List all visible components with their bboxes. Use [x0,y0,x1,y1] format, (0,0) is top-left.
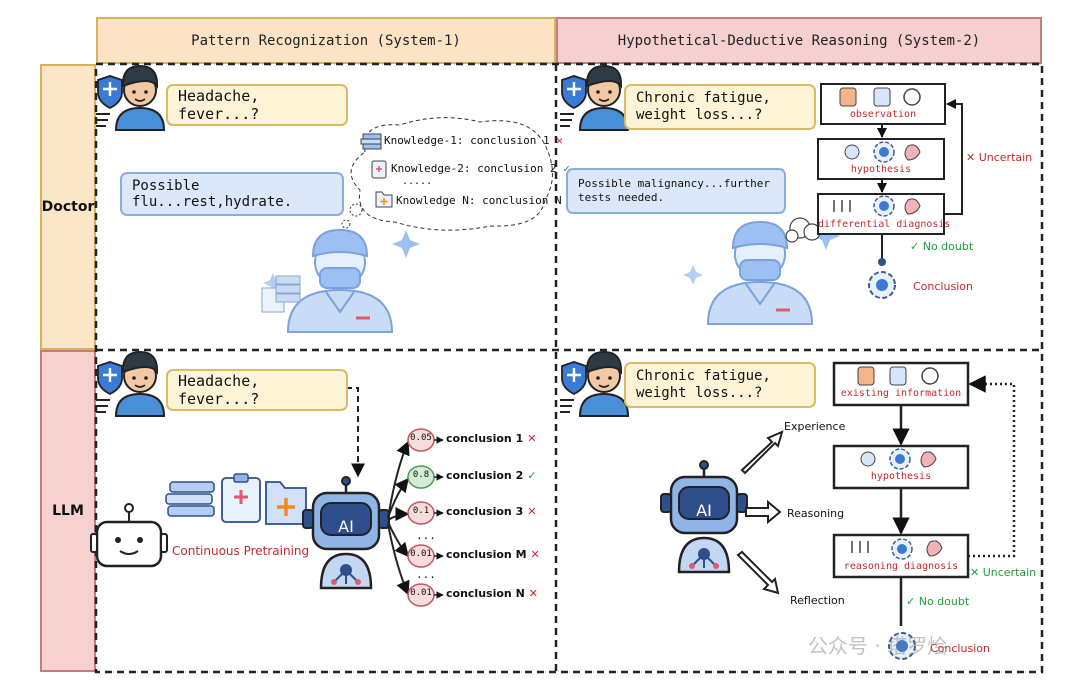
outcome-fan-arrows [387,440,410,596]
doctor-s1-query-bubble: Headache, fever...? [166,84,348,126]
outcome-label: conclusion N [446,587,525,600]
doctor-s2-answer-bubble: Possible malignancy...further tests need… [566,168,786,214]
check-mark-icon: ✓ [527,469,537,482]
llm-conclusion-icon [888,632,916,660]
outcome-label: conclusion 1 [446,432,524,445]
branch-reflection-label: Reflection [790,594,845,607]
knowledge-cloud [341,117,553,231]
step-existing-info-label: existing information [840,388,962,399]
doctor-flow-node [878,258,886,266]
llm-feedback-arrow [968,375,1016,558]
doctor-s1-query-text: Headache, fever...? [178,87,260,123]
outcome-probability: 0.1 [412,506,430,516]
check-mark-icon: ✓ [563,162,570,175]
pretraining-label: Continuous Pretraining [172,544,310,558]
x-mark-icon: ✕ [530,548,540,561]
step-observation-label: observation [849,109,917,120]
probability-circles [407,428,444,607]
outcome-probability: 0.8 [412,470,430,480]
system1-header-text: Pattern Recognization (System-1) [191,32,461,49]
branch-reasoning-label: Reasoning [787,507,845,520]
folder-icon [375,191,393,208]
knowledge-ellipsis: ..... [402,176,433,187]
robot-icon [90,503,168,568]
pretraining-resources-icon [165,473,307,525]
stacked-files-icon [261,275,301,313]
knowledge-item-n: Knowledge N: conclusion N ✕ [396,194,575,207]
watermark: 公众号 · 塔罗烩 [808,634,948,658]
thinking-cloud-icon [785,217,821,243]
doctor-avatar-s1 [94,64,166,132]
x-mark-icon: ✕ [527,432,537,445]
outcome-item: conclusion 3✕ [446,505,536,518]
llm-s2-query-text: Chronic fatigue, weight loss...? [636,368,771,401]
step-reasoning-diagnosis-label: reasoning diagnosis [843,561,959,572]
outcome-ellipsis-2: ... [416,568,436,581]
branch-experience-label: Experience [784,420,846,433]
outcome-label: conclusion 3 [446,505,524,518]
books-icon [360,133,382,150]
outcome-label: conclusion M [446,548,527,561]
knowledge-item-2-label: Knowledge-2: conclusion 2 [391,162,557,175]
llm-conclusion-label: Conclusion [930,642,990,655]
llm-nodoubt-label: ✓ No doubt [906,595,970,608]
doctor-flow-icons [833,87,921,217]
llm-flow-icons [851,366,943,560]
llm-s2-query-bubble: Chronic fatigue, weight loss...? [624,362,816,408]
llm-uncertain-label: ✕ Uncertain [970,566,1037,579]
doctor-avatar-s2 [558,64,630,132]
outcome-item: conclusion N✕ [446,587,538,600]
clipboard-icon [371,160,387,179]
panel-borders [94,62,1044,674]
outcome-probability: 0.05 [410,433,432,443]
x-mark-icon: ✕ [527,505,537,518]
outcome-item: conclusion 2✓ [446,469,536,482]
doctor-row-text: Doctor [41,199,95,215]
outcome-label: conclusion 2 [446,469,524,482]
doctor-row-label: Doctor [40,64,96,350]
x-mark-icon: ✕ [528,587,538,600]
x-mark-icon: ✕ [556,134,563,147]
system2-header-text: Hypothetical-Deductive Reasoning (System… [617,32,981,49]
outcome-probability: 0.01 [410,549,432,559]
ai-label-s1: AI [338,517,354,536]
doctor-avatar-llm-s1 [94,350,166,418]
system1-header: Pattern Recognization (System-1) [96,17,556,64]
outcome-probability: 0.01 [410,588,432,598]
doctor-conclusion-icon [868,271,896,299]
step-differential-label: differential diagnosis [818,219,951,230]
doctor-nodoubt-label: ✓ No doubt [910,240,974,253]
query-to-llm-arrow [346,387,365,478]
outcome-item: conclusion 1✕ [446,432,536,445]
step-llm-hypothesis-label: hypothesis [870,471,932,482]
knowledge-item-n-label: Knowledge N: conclusion N [396,194,562,207]
doctor-s2-answer-text: Possible malignancy...further tests need… [578,177,771,204]
ai-label-s2: AI [696,501,712,520]
doctor-s1-answer-bubble: Possible flu...rest,hydrate. [120,172,344,216]
outcome-item: conclusion M✕ [446,548,540,561]
doctor-s2-query-bubble: Chronic fatigue, weight loss...? [624,84,816,130]
knowledge-item-1: Knowledge-1: conclusion 1 ✕ [384,134,563,147]
llm-row-label: LLM [40,350,96,672]
doctor-s1-answer-text: Possible flu...rest,hydrate. [132,178,293,210]
llm-s1-query-bubble: Headache, fever...? [166,369,348,411]
doctor-s2-query-text: Chronic fatigue, weight loss...? [636,90,771,123]
doctor-flow-arrows [877,99,963,262]
step-hypothesis-label: hypothesis [850,164,912,175]
doctor-avatar-llm-s2 [558,350,630,418]
llm-row-text: LLM [52,503,84,519]
knowledge-item-1-label: Knowledge-1: conclusion 1 [384,134,550,147]
doctor-conclusion-label: Conclusion [913,280,973,293]
knowledge-item-2: Knowledge-2: conclusion 2 ✓ [391,162,570,175]
outcome-ellipsis-1: ... [416,529,436,542]
branch-arrows [736,430,784,595]
doctor-uncertain-label: ✕ Uncertain [966,151,1033,164]
llm-s1-query-text: Headache, fever...? [178,372,260,408]
